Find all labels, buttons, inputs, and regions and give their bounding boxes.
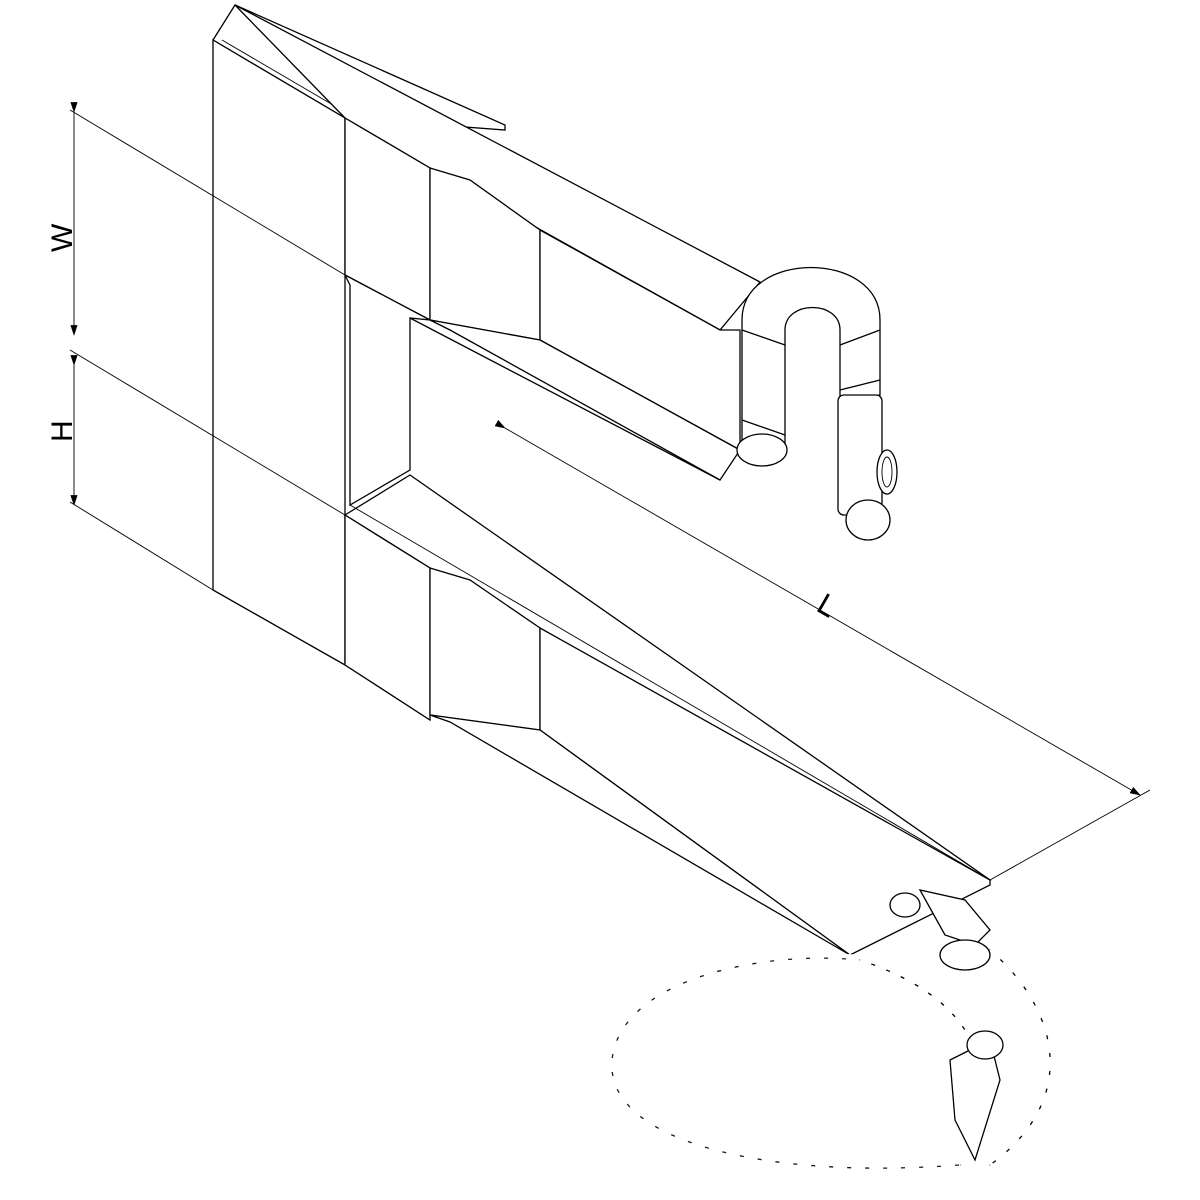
lower-fork: [343, 474, 992, 956]
chain-sling: [606, 889, 1056, 1174]
dimension-w-h: [69, 102, 346, 591]
width-label: W: [46, 223, 79, 252]
dimension-l: [494, 419, 1151, 881]
upper-fork: [234, 4, 762, 507]
shackle: [736, 267, 898, 541]
length-label: L: [812, 587, 843, 624]
height-label: H: [46, 420, 79, 442]
